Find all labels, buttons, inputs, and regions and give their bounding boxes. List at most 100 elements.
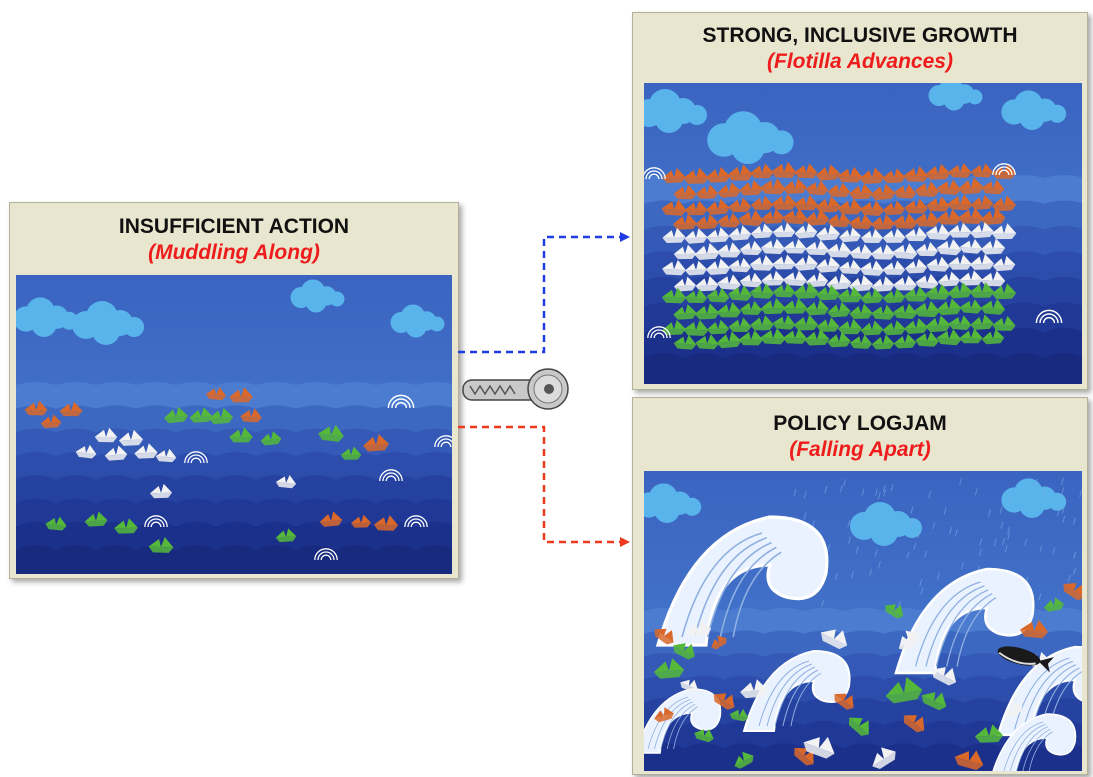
paper-boat (826, 241, 852, 258)
paper-boat (936, 209, 962, 225)
paper-boat (827, 212, 851, 228)
paper-boat (362, 434, 390, 452)
paper-boat (713, 693, 735, 710)
wave-splash (144, 515, 168, 528)
paper-boat (885, 677, 923, 704)
paper-boat (921, 692, 947, 711)
rain-drop (874, 488, 878, 497)
paper-boat (948, 163, 972, 178)
paper-boat (694, 303, 720, 320)
paper-boat (914, 211, 940, 227)
paper-boat (24, 400, 48, 416)
rain-drop (917, 530, 921, 539)
paper-boat (695, 213, 719, 230)
paper-boat (711, 635, 727, 650)
paper-boat (793, 314, 819, 331)
paper-boat (661, 199, 687, 216)
paper-boat (772, 315, 796, 330)
paper-boat (749, 255, 775, 271)
paper-boat (229, 427, 253, 443)
paper-boat (738, 329, 764, 346)
paper-boat (904, 318, 928, 335)
paper-boat (739, 300, 763, 316)
rain-drop (1000, 521, 1004, 529)
paper-boat (969, 254, 995, 270)
paper-boat (114, 518, 138, 534)
rain-drop (821, 599, 825, 608)
paper-boat (673, 334, 697, 350)
paper-boat (959, 328, 983, 344)
whale (997, 646, 1054, 673)
paper-boat (926, 196, 950, 212)
paper-boat (684, 260, 708, 276)
paper-boat (991, 283, 1017, 300)
rain-drop (936, 572, 940, 580)
rain-drop (913, 542, 917, 550)
paper-boat (903, 165, 929, 182)
paper-boat (903, 715, 925, 733)
rain-drop (1034, 478, 1038, 486)
wave-splash (992, 163, 1016, 176)
paper-boat (954, 750, 984, 771)
paper-boat (683, 167, 709, 184)
wave-band (16, 545, 452, 574)
paper-boat (783, 178, 807, 194)
paper-boat (727, 164, 753, 181)
paper-boat (981, 179, 1005, 195)
paper-boat (837, 318, 863, 335)
paper-boat (240, 408, 262, 423)
rain-drop (890, 484, 894, 492)
paper-boat (816, 224, 840, 241)
rain-drop (928, 490, 932, 499)
paper-boat (695, 184, 719, 199)
paper-boat (654, 628, 674, 645)
paper-boat (925, 224, 951, 240)
paper-boat (849, 303, 873, 319)
paper-boat (837, 198, 863, 215)
cloud (16, 297, 79, 337)
paper-boat (893, 333, 917, 349)
paper-boat (892, 213, 918, 229)
paper-boat (936, 298, 962, 316)
rain-drop (910, 506, 914, 514)
panel-subtitle: (Muddling Along) (148, 241, 320, 264)
paper-boat (340, 446, 362, 460)
rain-drop (974, 488, 978, 496)
panel-insufficient-action: INSUFFICIENT ACTION (Muddling Along) (9, 202, 459, 579)
rain-drop (1039, 545, 1043, 553)
paper-boat (904, 286, 928, 302)
paper-boat (761, 208, 785, 224)
paper-boat (871, 304, 895, 320)
wave-splash (387, 394, 415, 409)
paper-boat (683, 319, 709, 336)
paper-boat (728, 197, 752, 213)
cloud (1001, 478, 1067, 518)
scene-falling-apart (644, 471, 1082, 771)
paper-boat (839, 227, 861, 243)
rain-drop (1024, 538, 1028, 546)
paper-boat (350, 514, 372, 528)
paper-boat (871, 214, 895, 230)
paper-boat (849, 334, 873, 349)
paper-boat (717, 182, 741, 198)
cloud (707, 111, 794, 164)
cloud (290, 279, 345, 313)
paper-boat (84, 511, 108, 527)
paper-boat (849, 213, 873, 230)
paper-boat (974, 724, 1004, 743)
paper-boat (673, 276, 697, 292)
paper-boat (870, 244, 896, 260)
paper-boat (750, 195, 774, 210)
panel-subtitle: (Flotilla Advances) (767, 50, 953, 73)
rain-drop (978, 548, 982, 557)
paper-boat (760, 298, 786, 315)
paper-boat (925, 163, 951, 180)
paper-boat (816, 317, 840, 332)
rain-drop (1038, 593, 1042, 601)
rain-drop (882, 485, 886, 493)
paper-boat (816, 284, 840, 301)
paper-boat (319, 511, 343, 527)
rain-drop (1060, 477, 1064, 486)
paper-boat (694, 243, 720, 260)
